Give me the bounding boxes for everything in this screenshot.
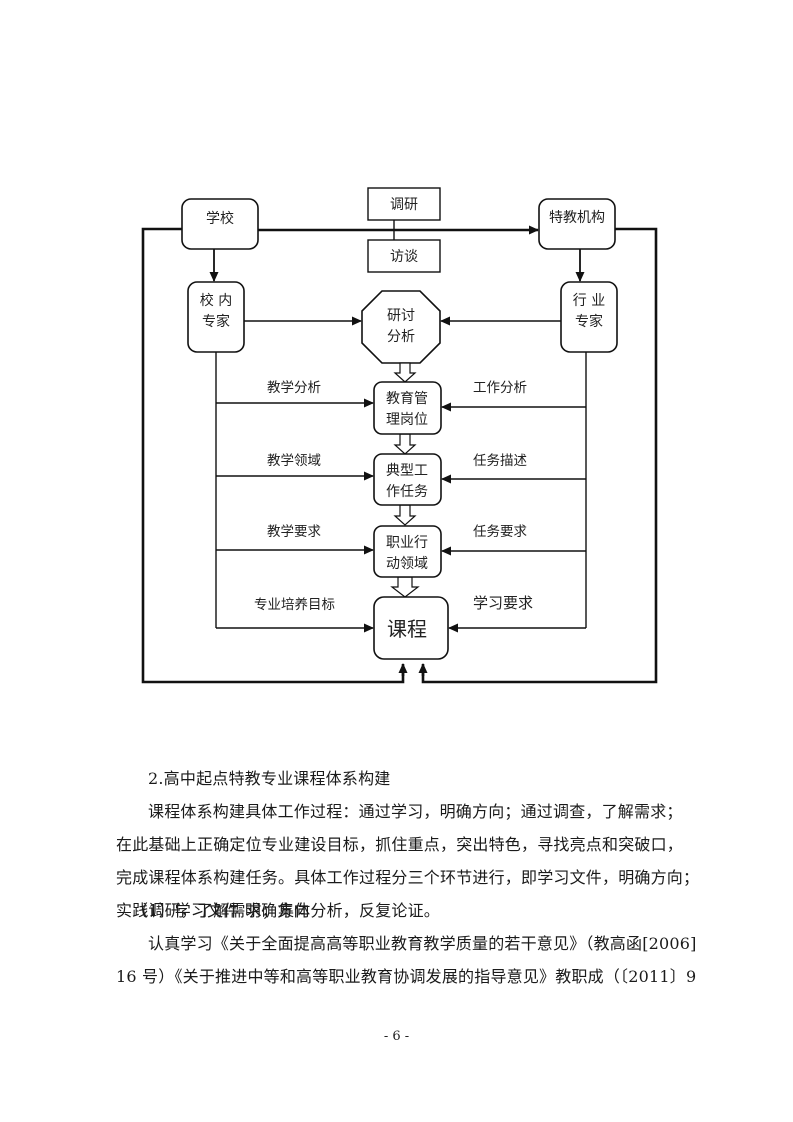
left-label-teaching-field: 教学领域: [267, 453, 321, 469]
right-label-task-description: 任务描述: [473, 453, 527, 469]
box-typical-task: 典型工 作任务: [373, 453, 442, 506]
paragraph-line: 实践调研，了解需求；集体分析，反复论证。: [116, 901, 441, 920]
paragraph-line: 认真学习《关于全面提高高等职业教育教学质量的若干意见》（教高函[2006]: [148, 934, 697, 953]
box-course: 课程: [373, 596, 449, 660]
box-management-position-line2: 理岗位: [386, 412, 428, 428]
outer-frame-left: [141, 227, 405, 684]
box-special-institution-label: 特教机构: [549, 210, 605, 226]
box-research: 调研: [367, 187, 441, 221]
left-label-training-goal: 专业培养目标: [254, 597, 335, 613]
left-label-teaching-requirements: 教学要求: [267, 524, 321, 540]
right-label-work-analysis: 工作分析: [473, 380, 527, 396]
box-industry-experts-line1: 行 业: [573, 293, 605, 309]
box-typical-task-line2: 作任务: [386, 484, 428, 500]
box-industry-experts-line2: 专家: [575, 313, 603, 330]
right-label-task-requirements: 任务要求: [473, 524, 527, 540]
box-school-experts: 校 内 专家: [187, 281, 245, 353]
right-label-learning-requirements: 学习要求: [473, 594, 533, 612]
subheading-study-documents: （1）学习文件 明确方向: [132, 901, 310, 920]
paragraph-line: 完成课程体系构建任务。具体工作过程分三个环节进行，即学习文件，明确方向；: [116, 868, 700, 887]
paragraph-course-system: 课程体系构建具体工作过程：通过学习，明确方向；通过调查，了解需求； 在此基础上正…: [116, 795, 700, 927]
outer-frame-right: [421, 227, 658, 684]
hollow-arrow-2: [393, 433, 417, 455]
octagon-discussion: 研讨 分析: [361, 290, 441, 364]
box-interview-label: 访谈: [390, 249, 418, 265]
box-school-experts-line2: 专家: [202, 313, 230, 330]
left-label-teaching-analysis: 教学分析: [267, 380, 321, 396]
box-interview: 访谈: [367, 239, 441, 273]
box-school-experts-line1: 校 内: [200, 292, 232, 309]
paragraph-line: 在此基础上正确定位专业建设目标，抓住重点，突出特色，寻找亮点和突破口，: [116, 835, 684, 854]
paragraph-line: 16 号）《关于推进中等和高等职业教育协调发展的指导意见》教职成（〔2011〕9: [116, 967, 697, 986]
box-course-label: 课程: [387, 617, 427, 641]
paragraph-line: 课程体系构建具体工作过程：通过学习，明确方向；通过调查，了解需求；: [148, 802, 683, 821]
section-heading: 2.高中起点特教专业课程体系构建: [148, 769, 391, 788]
box-school: 学校: [181, 198, 259, 250]
box-action-field-line1: 职业行: [386, 535, 428, 551]
box-special-institution: 特教机构: [538, 198, 616, 250]
box-typical-task-line1: 典型工: [386, 463, 428, 479]
page-number: - 6 -: [383, 1029, 410, 1044]
box-management-position-line1: 教育管: [386, 391, 428, 407]
box-school-label: 学校: [206, 210, 234, 227]
curriculum-construction-flowchart: 学校 特教机构 调研 访谈 校 内 专家 行 业 专家 研讨 分析: [141, 187, 658, 684]
box-research-label: 调研: [390, 197, 418, 213]
box-action-field: 职业行 动领域: [373, 525, 442, 578]
box-management-position: 教育管 理岗位: [373, 381, 442, 435]
octagon-discussion-line1: 研讨: [387, 308, 415, 324]
hollow-arrow-3: [393, 504, 417, 526]
box-industry-experts: 行 业 专家: [560, 281, 618, 353]
paragraph-documents: 认真学习《关于全面提高高等职业教育教学质量的若干意见》（教高函[2006] 16…: [116, 927, 697, 993]
octagon-discussion-line2: 分析: [387, 329, 415, 345]
box-action-field-line2: 动领域: [386, 556, 428, 572]
hollow-arrow-4: [390, 576, 420, 598]
hollow-arrow-1: [393, 362, 417, 383]
